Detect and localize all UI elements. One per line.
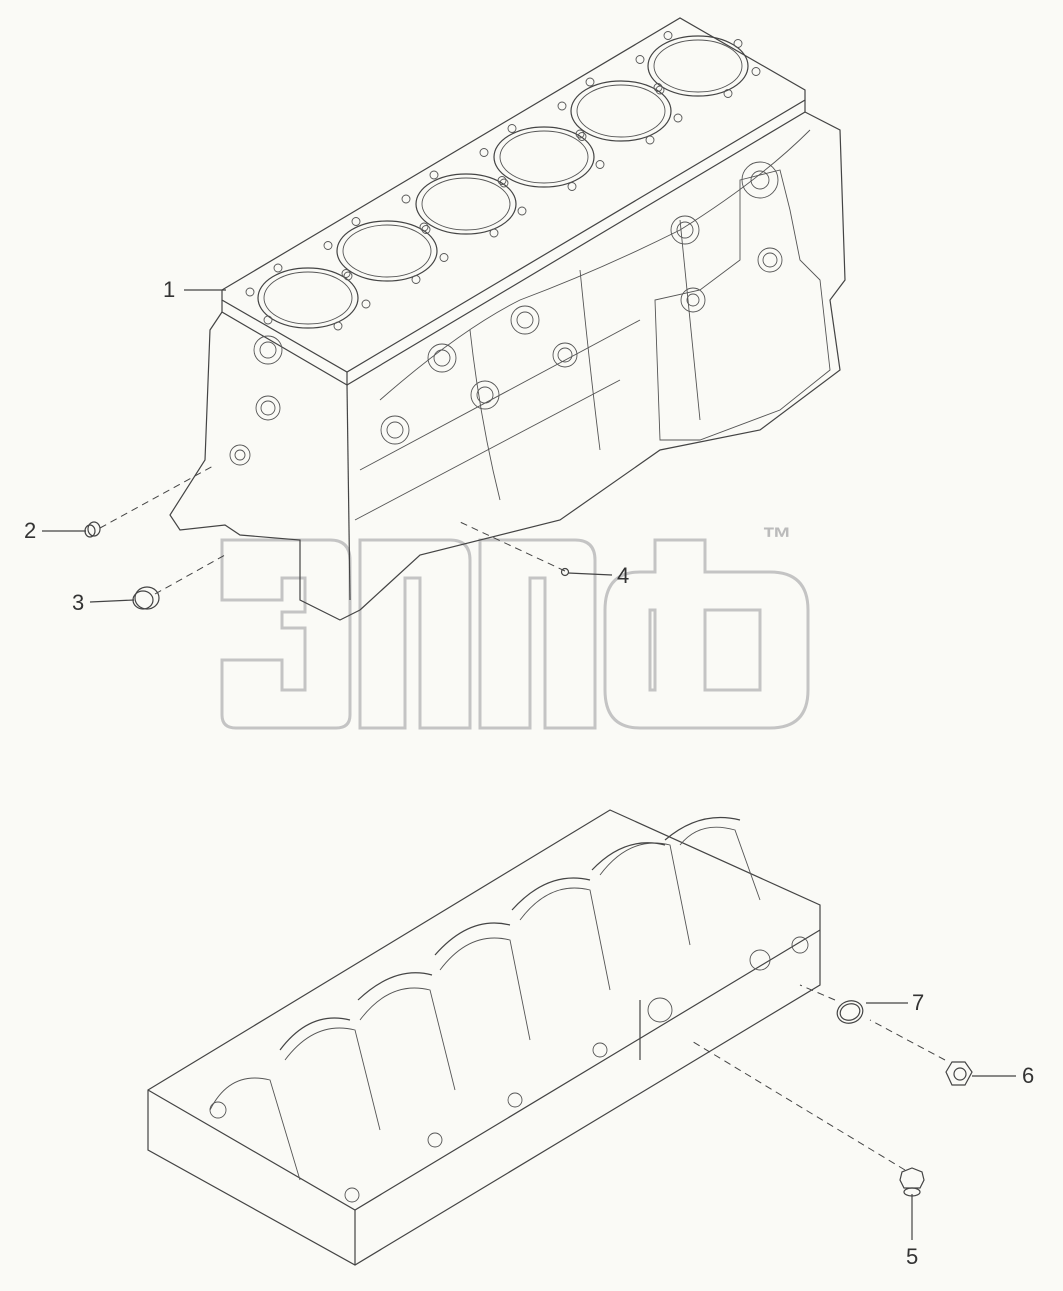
deck-hole [577, 132, 587, 141]
callout-5: 5 [906, 1244, 919, 1269]
deck-hole [585, 77, 595, 87]
deck-hole [361, 299, 371, 309]
callout-6: 6 [1022, 1063, 1035, 1088]
deck-hole [479, 148, 489, 157]
part-5-drain-plug [899, 1167, 925, 1197]
deck-hole [499, 178, 509, 188]
part-7-sealing-ring [836, 1000, 864, 1024]
callout-7: 7 [912, 990, 925, 1015]
part-4-small-plug [560, 567, 570, 577]
deck-hole [489, 228, 499, 238]
deck-hole [751, 67, 761, 76]
deck-hole [557, 101, 567, 111]
deck-hole [273, 263, 283, 273]
deck-hole [401, 194, 411, 204]
deck-hole [723, 89, 733, 98]
callout-4: 4 [617, 563, 630, 588]
part-6-nut [945, 1061, 973, 1086]
deck-hole [733, 39, 743, 48]
part-3-cup-plug [132, 586, 160, 610]
callout-1: 1 [163, 277, 176, 302]
deck-hole [663, 31, 673, 40]
deck-hole [635, 55, 645, 64]
callout-2: 2 [24, 518, 37, 543]
deck-hole [419, 222, 429, 232]
trademark-symbol: ™ [762, 522, 792, 555]
deck-hole [421, 225, 431, 234]
deck-hole [655, 85, 665, 95]
deck-hole [497, 176, 507, 185]
deck-hole [645, 135, 655, 145]
deck-hole [341, 269, 351, 278]
deck-hole [429, 170, 439, 180]
deck-hole [263, 315, 273, 325]
part-2-plug [84, 521, 101, 538]
deck-hole [323, 241, 333, 250]
deck-hole [245, 287, 255, 297]
deck-hole [439, 253, 449, 262]
deck-hole [595, 160, 605, 169]
deck-hole [507, 124, 517, 133]
deck-hole [333, 321, 343, 331]
deck-hole [517, 206, 527, 216]
deck-hole [567, 182, 577, 191]
callout-3: 3 [72, 590, 85, 615]
deck-hole [343, 271, 353, 281]
deck-hole [411, 275, 421, 284]
deck-hole [351, 217, 361, 226]
deck-hole [575, 129, 585, 139]
deck-hole [653, 83, 663, 92]
deck-hole [673, 113, 683, 123]
